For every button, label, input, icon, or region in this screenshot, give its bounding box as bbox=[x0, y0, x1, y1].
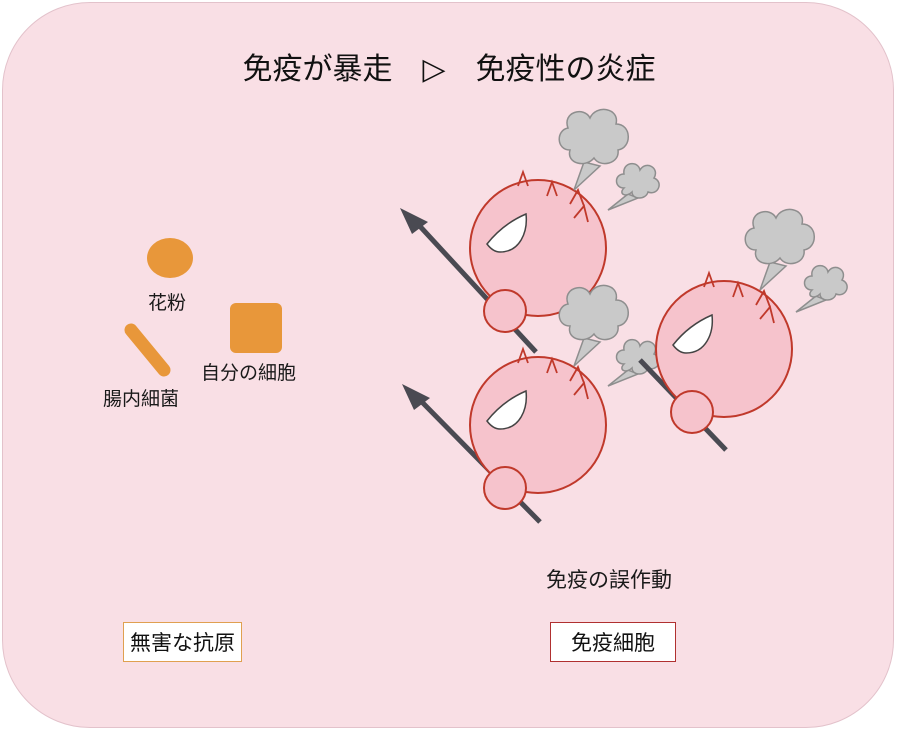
smoke-cloud-small bbox=[795, 264, 848, 313]
cell-mouth bbox=[486, 389, 528, 430]
arrow-shaft bbox=[414, 220, 538, 354]
immune-malfunction-label: 免疫の誤作動 bbox=[546, 568, 672, 592]
smoke-cloud-small bbox=[607, 338, 660, 387]
pollen-shape bbox=[147, 238, 193, 278]
smoke-cloud-small bbox=[607, 162, 660, 211]
cell-nucleus bbox=[483, 466, 527, 510]
own-cell-shape bbox=[230, 303, 282, 353]
immune-cell-box: 免疫細胞 bbox=[550, 622, 676, 662]
immune-cell-top bbox=[400, 108, 660, 354]
harmless-antigen-box: 無害な抗原 bbox=[123, 622, 242, 662]
cell-nucleus bbox=[670, 390, 714, 434]
cell-spikes bbox=[517, 169, 589, 223]
cell-nucleus bbox=[483, 289, 527, 333]
cell-mouth bbox=[486, 212, 528, 253]
immune-cell-right bbox=[638, 208, 848, 452]
cell-mouth bbox=[672, 313, 714, 354]
own-cells-label: 自分の細胞 bbox=[201, 362, 297, 384]
cell-spikes bbox=[517, 346, 589, 400]
arrow-head bbox=[402, 384, 430, 410]
smoke-cloud-large bbox=[558, 108, 629, 191]
smoke-cloud-large bbox=[744, 208, 815, 291]
cell-spikes bbox=[703, 270, 775, 324]
cell-body bbox=[655, 280, 793, 418]
gut-bacteria-label: 腸内細菌 bbox=[103, 388, 180, 410]
immune-cell-bottom bbox=[402, 284, 660, 524]
gut-bacteria-shape bbox=[124, 323, 171, 377]
pollen-label: 花粉 bbox=[148, 292, 187, 314]
arrow-head bbox=[400, 208, 428, 234]
cell-body bbox=[469, 356, 607, 494]
cell-body bbox=[469, 179, 607, 317]
diagram-title: 免疫が暴走 ▷ 免疫性の炎症 bbox=[242, 52, 656, 87]
smoke-cloud-large bbox=[558, 284, 629, 367]
